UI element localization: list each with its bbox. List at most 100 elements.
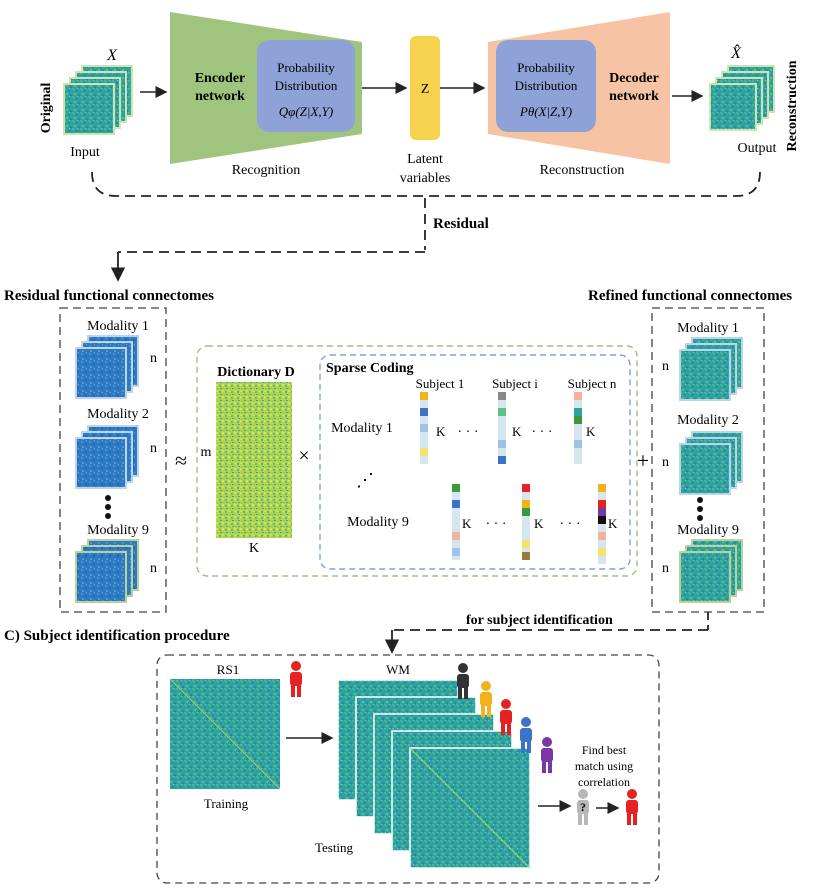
k-label-r1-2: K <box>512 424 522 439</box>
reconstruction-side-label: Reconstruction <box>785 60 800 151</box>
person-black <box>457 663 469 699</box>
section-c-title: C) Subject identification procedure <box>4 628 230 644</box>
enc-prob-2: Distribution <box>275 78 338 93</box>
for-subject-label: for subject identification <box>466 613 613 628</box>
right-stack-1 <box>679 337 743 401</box>
testing-matrix-stack <box>337 679 531 869</box>
left-modality-9: Modality 9 <box>87 523 149 538</box>
left-n-9: n <box>150 561 157 576</box>
subject-i-label: Subject i <box>492 376 538 391</box>
k-label-r1-1: K <box>436 424 446 439</box>
enc-formula: Qφ(Z|X,Y) <box>279 104 333 119</box>
input-symbol: X <box>106 47 118 64</box>
left-stack-2 <box>75 425 139 489</box>
identification-box <box>156 654 660 884</box>
right-stack-9 <box>679 539 743 603</box>
input-matrix-stack <box>63 65 133 135</box>
dec-prob-2: Distribution <box>515 78 578 93</box>
right-stack-2 <box>679 431 743 495</box>
decoder-label-2: network <box>609 89 659 104</box>
k-label-r9-3: K <box>608 516 618 531</box>
subject-n-label: Subject n <box>568 376 617 391</box>
row-modality-1: Modality 1 <box>331 421 393 436</box>
left-modality-2: Modality 2 <box>87 407 149 422</box>
find-2: match using <box>575 759 633 773</box>
right-vertical-ellipsis <box>697 497 703 521</box>
sparse-title: Sparse Coding <box>326 361 414 376</box>
right-modality-9: Modality 9 <box>677 523 739 538</box>
testing-label: Testing <box>315 840 354 855</box>
right-n-1: n <box>662 359 669 374</box>
dictionary-matrix <box>216 382 292 538</box>
recognition-label: Recognition <box>232 163 300 178</box>
dict-k-label: K <box>249 541 259 556</box>
residual-label: Residual <box>433 216 489 232</box>
person-matched-icon <box>626 789 638 825</box>
right-modality-2: Modality 2 <box>677 413 739 428</box>
enc-prob-1: Probability <box>277 60 335 75</box>
approx-symbol: ≈ <box>175 448 187 473</box>
right-modality-1: Modality 1 <box>677 321 739 336</box>
question-mark: ? <box>580 800 586 814</box>
decomposition-box <box>196 345 638 577</box>
decoder-probability-box <box>496 40 596 132</box>
code-vectors-row-1 <box>420 392 582 464</box>
hdots-r9-b: · · · <box>560 517 581 532</box>
dec-formula: Pθ(X|Z,Y) <box>519 104 572 119</box>
latent-box <box>410 36 440 140</box>
rs1-label: RS1 <box>217 662 239 677</box>
row-modality-9: Modality 9 <box>347 515 409 530</box>
refined-title: Refined functional connectomes <box>588 288 792 304</box>
reconstruction-label: Reconstruction <box>540 163 625 178</box>
encoder-label-1: Encoder <box>195 71 246 86</box>
input-label: Input <box>70 145 100 160</box>
output-symbol: X̂ <box>730 43 742 62</box>
person-purple <box>541 737 553 773</box>
residual-title: Residual functional connectomes <box>4 288 214 304</box>
dictionary-title: Dictionary D <box>217 365 294 380</box>
training-label: Training <box>204 796 249 811</box>
decoder-label-1: Decoder <box>609 71 659 86</box>
hdots-r1-a: · · · <box>458 425 479 440</box>
person-red-training <box>290 661 302 697</box>
k-label-r9-2: K <box>534 516 544 531</box>
person-question-icon <box>577 789 589 825</box>
residual-fc-box <box>59 307 167 613</box>
left-modality-1: Modality 1 <box>87 319 149 334</box>
latent-label-1: Latent <box>407 152 443 167</box>
original-label: Original <box>39 83 54 134</box>
k-label-r9-1: K <box>462 516 472 531</box>
dec-prob-1: Probability <box>517 60 575 75</box>
plus-symbol: + <box>637 448 649 473</box>
k-label-r1-3: K <box>586 424 596 439</box>
find-3: correlation <box>578 775 630 789</box>
output-label: Output <box>738 141 777 156</box>
person-blue <box>520 717 532 753</box>
left-vertical-ellipsis <box>105 495 111 519</box>
latent-label-2: variables <box>400 171 451 186</box>
left-n-2: n <box>150 441 157 456</box>
encoder-label-2: network <box>195 89 245 104</box>
find-1: Find best <box>582 743 627 757</box>
hdots-r1-b: · · · <box>532 425 553 440</box>
person-red <box>500 699 512 735</box>
code-vectors-row-9 <box>452 484 606 564</box>
diagonal-dots: ⋰ <box>356 470 374 490</box>
latent-symbol: Z <box>421 82 430 97</box>
right-n-9: n <box>662 561 669 576</box>
times-symbol: × <box>298 445 309 467</box>
left-stack-1 <box>75 335 139 399</box>
training-diagonal <box>169 678 281 790</box>
dict-m-label: m <box>201 445 212 460</box>
encoder-probability-box <box>257 40 355 132</box>
wm-label: WM <box>386 662 410 677</box>
right-n-2: n <box>662 455 669 470</box>
subject-1-label: Subject 1 <box>416 376 465 391</box>
person-yellow <box>480 681 492 717</box>
output-matrix-stack <box>709 65 775 131</box>
hdots-r9-a: · · · <box>486 517 507 532</box>
left-stack-9 <box>75 539 139 603</box>
left-n-1: n <box>150 351 157 366</box>
sparse-coding-box <box>319 354 631 570</box>
